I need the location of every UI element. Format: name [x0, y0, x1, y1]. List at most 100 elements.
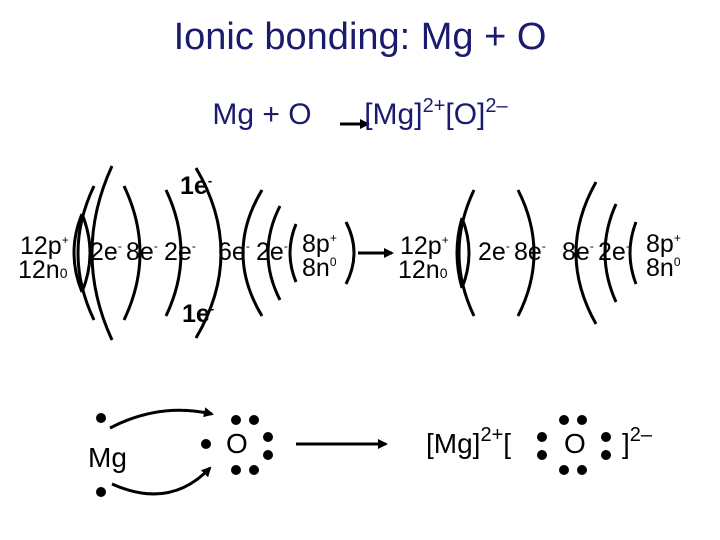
o-ion-neutrons-text: 8n	[646, 254, 674, 282]
o-ion-protons-sup: +	[673, 231, 681, 245]
o-shell-inner-right	[344, 221, 356, 285]
mg-atom-protons-text: 12p	[20, 232, 62, 260]
o-ion-shell-2-sup: -	[625, 239, 630, 253]
mg-shell-3-sup: -	[191, 239, 196, 253]
mg-ion-protons-sup: +	[441, 233, 449, 247]
o-ion-dot	[537, 432, 547, 442]
o-ion-shell-1-left	[628, 221, 638, 285]
mg-shell-1-text: 2e	[90, 238, 118, 266]
o-atom-shell-label: 6e-	[218, 240, 250, 265]
ion-shells	[455, 181, 638, 325]
mg-ion-shell-2-right	[516, 189, 536, 317]
o-dot	[201, 439, 211, 449]
o-atom-protons: 8p+	[302, 232, 337, 257]
o-ion-shell-1-text: 8e	[562, 238, 590, 266]
lewis-mg-ion-charge: 2+	[480, 424, 504, 446]
lewis-o-ion-charge: 2–	[629, 424, 653, 446]
o-ion-dot	[577, 465, 587, 475]
mg-shell-3-text: 2e	[164, 238, 192, 266]
lewis-mg-ion: [Mg]2+[	[426, 425, 512, 459]
equation-product-mg: [Mg]	[364, 98, 423, 131]
mg-shell-3-right	[194, 167, 223, 339]
transfer-top-sup: -	[207, 173, 213, 188]
mg-atom-neutrons-text: 12n	[18, 256, 60, 284]
transfer-label-top: 1e-	[180, 174, 212, 199]
equation-product-o-charge: 2–	[485, 95, 508, 117]
mg-shell-1-sup: -	[117, 239, 122, 253]
o-ion-dot	[601, 450, 611, 460]
o-ion-shell-label: 2e-	[598, 240, 630, 265]
o-ion-shell-2-left	[603, 203, 618, 303]
o-ion-dot	[601, 432, 611, 442]
mg-ion-shell-2-text: 8e	[514, 238, 542, 266]
o-atom-shell-label: 2e-	[256, 240, 288, 265]
o-dot	[231, 465, 241, 475]
o-atom-neutrons-text: 8n	[302, 254, 330, 282]
lewis-transfer-arrow-bottom	[111, 466, 212, 496]
lewis-o-ion-close: ]2–	[622, 425, 652, 459]
transfer-bottom-sup: -	[209, 301, 215, 316]
equation-product-mg-charge: 2+	[422, 95, 446, 117]
mg-atom-protons: 12p+	[20, 234, 69, 259]
o-ion-neutrons: 8n0	[646, 256, 681, 281]
lewis-o-ion-close-bracket: ]	[622, 428, 630, 459]
o-dot	[249, 465, 259, 475]
reaction-equation: Mg + O [Mg]2+[O]2–	[0, 96, 720, 131]
equation-product-o: [O]	[445, 98, 486, 131]
mg-shell-2-text: 8e	[126, 238, 154, 266]
mg-ion-shell-1-left	[455, 217, 464, 289]
o-ion-dot	[559, 465, 569, 475]
equation-reactants: Mg + O	[212, 98, 312, 131]
arrows	[109, 119, 394, 496]
o-ion-dot	[577, 415, 587, 425]
o-shell-2-sup: -	[283, 239, 288, 253]
o-ion-neutrons-sup: 0	[673, 255, 681, 269]
transfer-top-text: 1e	[180, 172, 208, 200]
o-dot	[263, 450, 273, 460]
mg-ion-shell-label: 8e-	[514, 240, 546, 265]
mg-atom-shell-label: 2e-	[90, 240, 122, 265]
mg-atom-shell-label: 8e-	[126, 240, 158, 265]
mg-ion-neutrons-sup: 0	[439, 265, 448, 281]
mg-shell-3-inner-right	[164, 189, 183, 317]
mg-ion-shell-1-sup: -	[505, 239, 510, 253]
o-shell-mid-left	[266, 205, 282, 301]
mg-atom-shells	[72, 165, 223, 341]
mg-ion-protons: 12p+	[400, 234, 449, 259]
o-ion-protons: 8p+	[646, 232, 681, 257]
lewis-mg-ion-text: [Mg]	[426, 428, 481, 459]
mg-ion-protons-text: 12p	[400, 232, 442, 260]
o-dot	[231, 415, 241, 425]
mg-atom-protons-sup: +	[61, 233, 69, 247]
mg-ion-shell-label: 2e-	[478, 240, 510, 265]
mg-ion-shell-2-left	[457, 189, 476, 317]
mg-shell-2-sup: -	[153, 239, 158, 253]
lewis-o-ion-open-bracket: [	[503, 428, 512, 459]
o-ion-shell-label: 8e-	[562, 240, 594, 265]
mg-ion-neutrons: 12n0	[398, 258, 448, 283]
mg-shell-1-right	[80, 213, 92, 293]
page-title: Ionic bonding: Mg + O	[173, 16, 547, 58]
o-ion-shell-1-sup: -	[589, 239, 594, 253]
mg-ion-shell-2-sup: -	[541, 239, 546, 253]
mg-dot-top	[96, 413, 106, 423]
o-atom-protons-sup: +	[329, 231, 337, 245]
mg-atom-neutrons-sup: 0	[59, 265, 68, 281]
mg-atom-neutrons: 12n0	[18, 258, 68, 283]
o-dot	[249, 415, 259, 425]
o-shell-1-sup: -	[245, 239, 250, 253]
o-shell-1-text: 6e	[218, 238, 246, 266]
o-ion-shell-2-text: 2e	[598, 238, 626, 266]
o-shell-inner-left	[288, 223, 298, 283]
mg-dot-bottom	[96, 487, 106, 497]
mg-ion-shell-1-right	[460, 217, 471, 289]
mg-shell-2-left	[76, 185, 96, 321]
lewis-mg-symbol: Mg	[88, 442, 127, 473]
transfer-bottom-text: 1e	[182, 300, 210, 328]
o-shell-2-text: 2e	[256, 238, 284, 266]
o-atom-protons-text: 8p	[302, 230, 330, 258]
mg-shell-3-left	[90, 165, 114, 341]
lewis-o-ion-symbol: O	[564, 428, 586, 459]
